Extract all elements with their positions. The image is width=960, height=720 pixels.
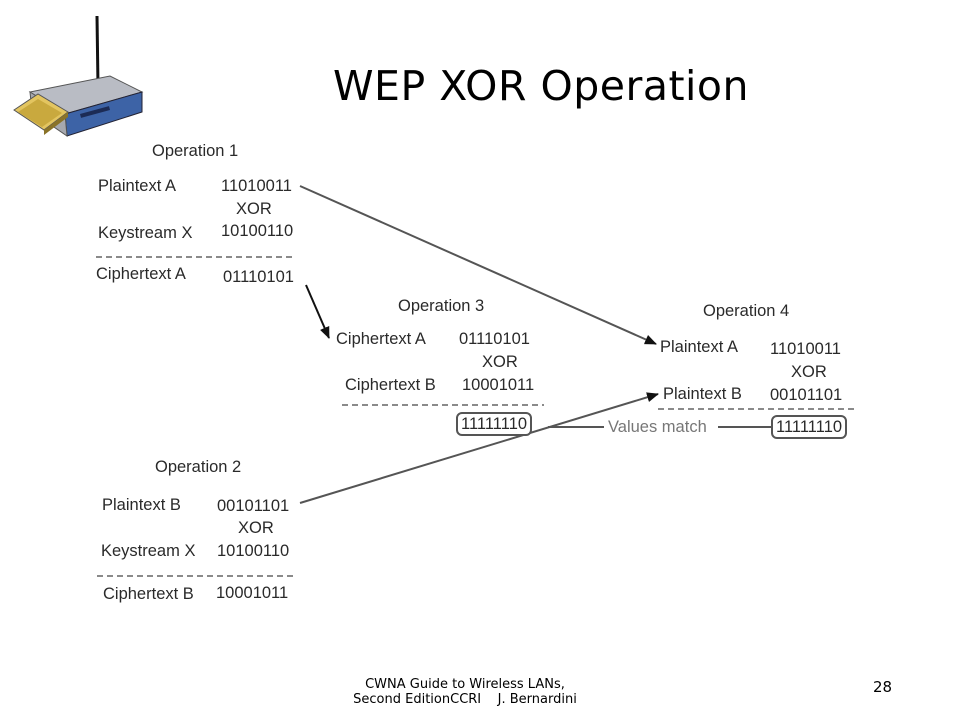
op4-row2-label: Plaintext B: [663, 385, 742, 403]
op1-keystream-label: Keystream X: [98, 224, 193, 242]
op1-xor: XOR: [236, 200, 272, 218]
op4-heading: Operation 4: [703, 302, 790, 320]
page-number: 28: [873, 678, 893, 696]
op1-cipher-label: Ciphertext A: [96, 265, 186, 283]
arrow-op2-to-op4: [299, 392, 659, 504]
op2-keystream-value: 10100110: [217, 542, 290, 560]
op2-cipher-value: 10001011: [216, 584, 289, 602]
op1-cipher-value: 01110101: [223, 268, 294, 286]
slide-title: WEP XOR Operation: [333, 62, 749, 110]
op2-xor: XOR: [238, 519, 274, 537]
op3-row2-label: Ciphertext B: [345, 376, 436, 394]
op1-heading: Operation 1: [152, 142, 239, 160]
op3-row2-value: 10001011: [462, 376, 535, 394]
op4-row1-value: 11010011: [770, 340, 841, 358]
op3-result: 11111110: [456, 412, 533, 436]
values-match-label: Values match: [608, 418, 707, 436]
footer-line-1: CWNA Guide to Wireless LANs,: [365, 677, 565, 692]
op4-result: 11111110: [771, 415, 848, 439]
op2-plaintext-value: 00101101: [217, 497, 290, 515]
footer-line-2: Second EditionCCRI J. Bernardini: [353, 692, 577, 707]
op2-heading: Operation 2: [155, 458, 242, 476]
op2-cipher-label: Ciphertext B: [103, 585, 194, 603]
op1-keystream-value: 10100110: [221, 222, 294, 240]
op3-row1-value: 01110101: [459, 330, 530, 348]
arrow-op1-to-op4: [299, 185, 657, 345]
op2-plaintext-label: Plaintext B: [102, 496, 181, 514]
op4-row1-label: Plaintext A: [660, 338, 738, 356]
op4-xor: XOR: [791, 363, 827, 381]
op3-heading: Operation 3: [398, 297, 485, 315]
op2-keystream-label: Keystream X: [101, 542, 196, 560]
op3-xor: XOR: [482, 353, 518, 371]
arrow-op1-to-op3: [305, 284, 330, 339]
op4-row2-value: 00101101: [770, 386, 843, 404]
op1-plaintext-label: Plaintext A: [98, 177, 176, 195]
op3-row1-label: Ciphertext A: [336, 330, 426, 348]
op1-plaintext-value: 11010011: [221, 177, 292, 195]
wireless-router-icon: [13, 15, 144, 138]
